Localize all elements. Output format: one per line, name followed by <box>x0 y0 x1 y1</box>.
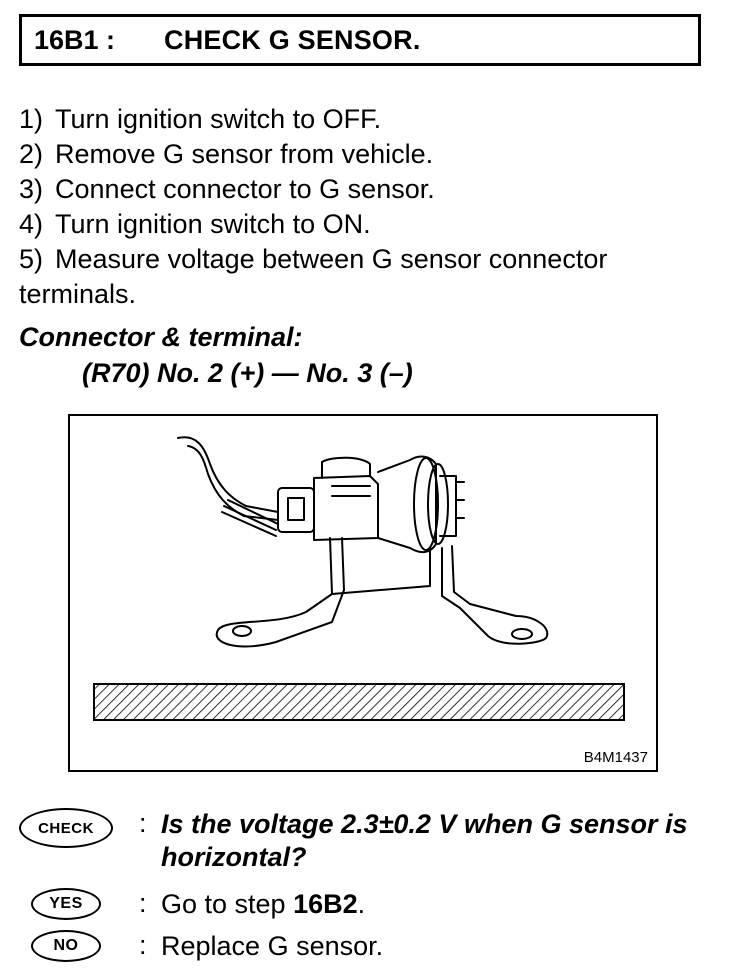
procedure-step: 5)Measure voltage between G sensor conne… <box>19 244 608 309</box>
next-step-link: 16B2 <box>293 889 358 919</box>
no-action: Replace G sensor. <box>161 931 384 961</box>
procedure-step: 3)Connect connector to G sensor. <box>19 174 435 204</box>
yes-action: Go to step 16B2. <box>161 889 366 919</box>
no-badge: NO <box>31 930 101 962</box>
procedure-step: 4)Turn ignition switch to ON. <box>19 209 371 239</box>
step-title: CHECK G SENSOR. <box>164 24 421 55</box>
no-separator: : <box>139 930 147 960</box>
g-sensor-illustration: B4M1437 <box>68 414 658 772</box>
yes-row: YES : Go to step 16B2. <box>19 888 365 921</box>
check-row: CHECK : Is the voltage 2.3±0.2 V when G … <box>19 808 706 874</box>
check-question: Is the voltage 2.3±0.2 V when G sensor i… <box>161 809 688 872</box>
connector-heading: Connector & terminal: <box>19 322 303 352</box>
yes-separator: : <box>139 888 147 918</box>
connector-spec: (R70) No. 2 (+) — No. 3 (–) <box>82 358 413 388</box>
no-row: NO : Replace G sensor. <box>19 930 383 963</box>
procedure-step: 1)Turn ignition switch to OFF. <box>19 104 382 134</box>
check-separator: : <box>139 808 147 838</box>
figure-code: B4M1437 <box>583 749 648 766</box>
check-badge: CHECK <box>19 808 113 848</box>
procedure-steps: 1)Turn ignition switch to OFF. 2)Remove … <box>19 102 709 312</box>
step-header: 16B1 : CHECK G SENSOR. <box>19 14 701 66</box>
procedure-step: 2)Remove G sensor from vehicle. <box>19 139 434 169</box>
step-id: 16B1 : <box>34 24 116 55</box>
yes-badge: YES <box>31 888 101 920</box>
g-sensor-drawing <box>93 436 625 721</box>
